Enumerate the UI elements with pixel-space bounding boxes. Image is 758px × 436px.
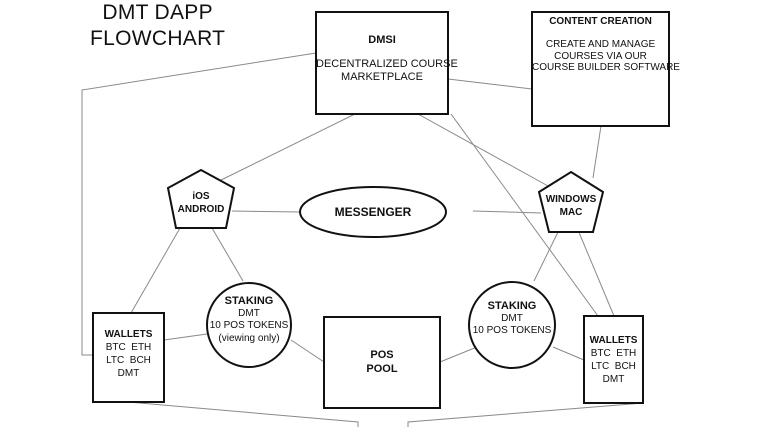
staking-right-circle: [468, 281, 556, 369]
page-title: DMT DAPP FLOWCHART: [90, 0, 225, 52]
windows-mac-node: WINDOWS MAC: [536, 193, 606, 219]
connector-wallets-right-pool-bottom: [407, 402, 644, 427]
wallets-left-box: [92, 312, 165, 403]
ios-android-node: iOS ANDROID: [166, 190, 236, 216]
connector-windows-staking-right: [533, 229, 560, 282]
messenger-node: MESSENGER: [300, 205, 446, 219]
wallets-right-line-1: BTC ETH: [590, 348, 637, 359]
wallets-right-box: [583, 315, 644, 404]
windows-mac-pentagon: [537, 170, 605, 233]
wallets-right-title: WALLETS: [589, 335, 638, 346]
staking-right-line-2: 10 POS TOKENS: [472, 325, 552, 336]
content-creation-title: CONTENT CREATION: [549, 16, 652, 27]
staking-right-line-1: DMT: [501, 312, 523, 324]
wallets-right-line-2: LTC BCH: [591, 361, 636, 372]
content-creation-box: [531, 11, 670, 127]
connector-windows-wallets-right: [577, 229, 615, 317]
pos-pool-box: [323, 316, 441, 409]
staking-right-title: STAKING: [487, 300, 537, 312]
pos-pool-node: POS POOL: [324, 348, 440, 376]
title-line-2: FLOWCHART: [90, 27, 226, 50]
connector-staking-left-pool: [290, 339, 325, 363]
content-creation-line-3: COURSE BUILDER SOFTWARE: [532, 62, 680, 74]
wallets-right-line-3: DMT: [602, 374, 625, 385]
content-creation-node: CONTENT CREATION CREATE AND MANAGE COURS…: [532, 16, 680, 74]
connector-staking-right-wallets: [552, 346, 585, 361]
staking-left-line-3: (viewing only): [218, 332, 280, 344]
connector-messenger-windows: [472, 210, 542, 214]
connector-dmsi-content: [447, 78, 533, 90]
dmsi-node: DMSI DECENTRALIZED COURSE MARKETPLACE: [316, 34, 458, 84]
pos-pool-line-2: POOL: [366, 363, 398, 375]
ios-android-pentagon: [166, 168, 236, 229]
messenger-label: MESSENGER: [334, 205, 412, 219]
connector-wallets-left-pool-bottom: [127, 401, 359, 427]
dmsi-line-2: MARKETPLACE: [341, 70, 423, 83]
mac-label: MAC: [559, 207, 583, 218]
staking-left-circle: [206, 282, 292, 368]
wallets-left-line-1: BTC ETH: [105, 342, 152, 353]
android-label: ANDROID: [177, 204, 225, 215]
wallets-left-title: WALLETS: [104, 329, 153, 340]
staking-left-title: STAKING: [224, 295, 274, 307]
connector-ios-wallets-left: [130, 227, 181, 314]
dmsi-line-1: DECENTRALIZED COURSE: [316, 57, 458, 70]
title-line-1: DMT DAPP: [102, 1, 213, 24]
connector-ios-messenger: [231, 210, 302, 213]
wallets-left-node: WALLETS BTC ETH LTC BCH DMT: [93, 328, 164, 380]
connector-content-windows: [592, 125, 602, 179]
dmsi-title: DMSI: [368, 34, 396, 46]
wallets-left-line-3: DMT: [117, 368, 140, 379]
staking-right-node: STAKING DMT 10 POS TOKENS: [469, 300, 555, 338]
connector-staking-left-wallets: [163, 333, 208, 341]
connector-dmsi-wallets-right: [450, 113, 599, 317]
connector-ios-staking-left: [211, 227, 244, 282]
staking-left-node: STAKING DMT 10 POS TOKENS (viewing only): [207, 295, 291, 345]
wallets-left-line-2: LTC BCH: [106, 355, 151, 366]
connector-dmsi-wallets-left: [81, 52, 317, 356]
connector-dmsi-ios: [212, 113, 356, 185]
staking-left-line-2: 10 POS TOKENS: [209, 320, 289, 331]
pos-pool-line-1: POS: [370, 349, 394, 361]
messenger-ellipse: [299, 186, 447, 238]
content-creation-line-1: CREATE AND MANAGE: [545, 38, 656, 50]
wallets-right-node: WALLETS BTC ETH LTC BCH DMT: [584, 334, 643, 386]
connector-pool-staking-right: [439, 346, 478, 363]
windows-label: WINDOWS: [545, 194, 597, 205]
ios-label: iOS: [192, 191, 210, 202]
connector-lines: [81, 52, 644, 427]
staking-left-line-1: DMT: [238, 307, 260, 319]
connector-dmsi-windows: [417, 113, 549, 187]
dmsi-box: [315, 11, 449, 115]
content-creation-line-2: COURSES VIA OUR: [554, 50, 647, 62]
